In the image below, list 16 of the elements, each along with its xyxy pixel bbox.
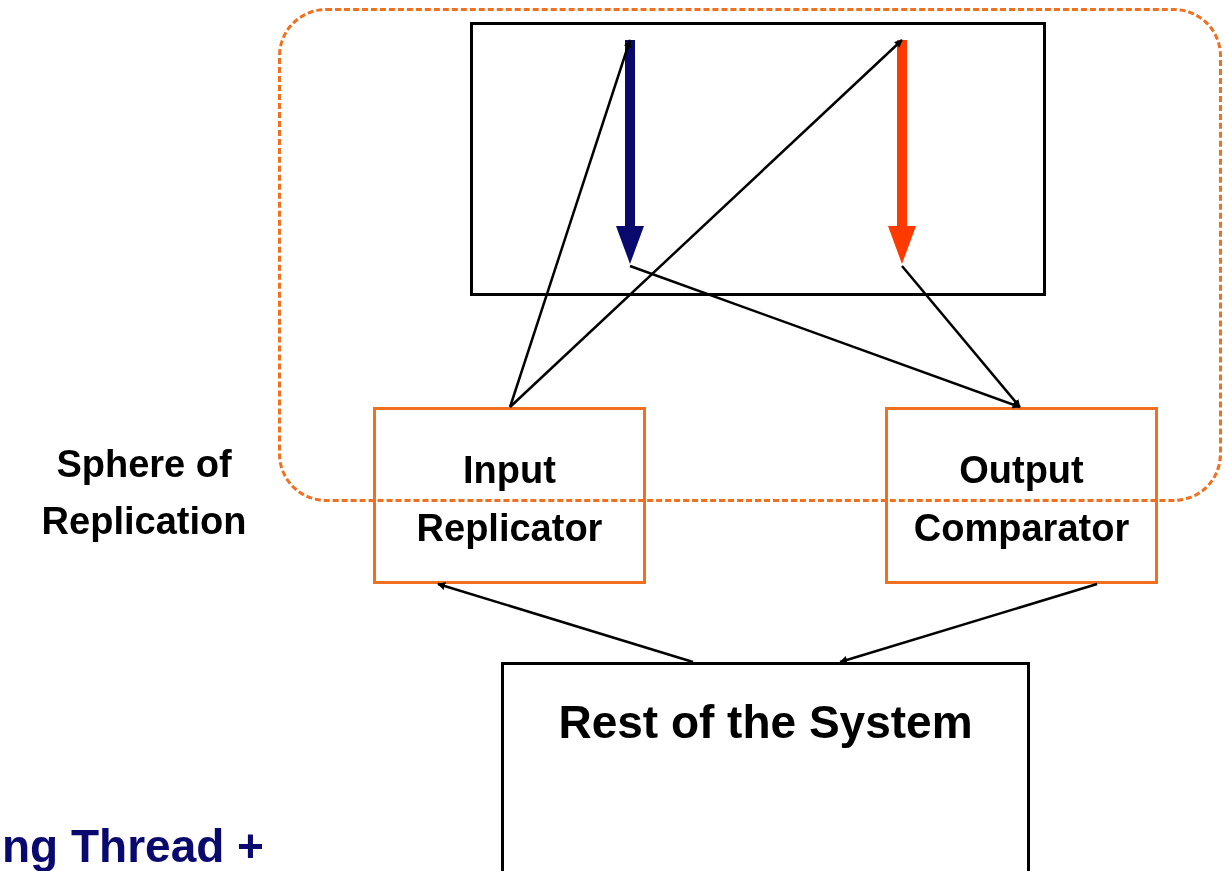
arrow [839, 582, 1098, 664]
node-label: Input Replicator [415, 447, 604, 551]
arrow [508, 39, 632, 408]
region-label: Sphere of Replication [40, 442, 248, 544]
arrow [629, 264, 1021, 409]
process-box [501, 662, 1030, 871]
process-box [373, 407, 646, 584]
arrow [509, 39, 903, 408]
node-label: Output Comparator [912, 447, 1131, 551]
process-box [470, 22, 1046, 296]
arrow [901, 265, 1021, 408]
process-box [885, 407, 1158, 584]
node-label: Rest of the System [558, 695, 973, 750]
thread-arrow [888, 40, 916, 266]
thread-arrow [616, 40, 644, 266]
arrow [437, 582, 694, 664]
